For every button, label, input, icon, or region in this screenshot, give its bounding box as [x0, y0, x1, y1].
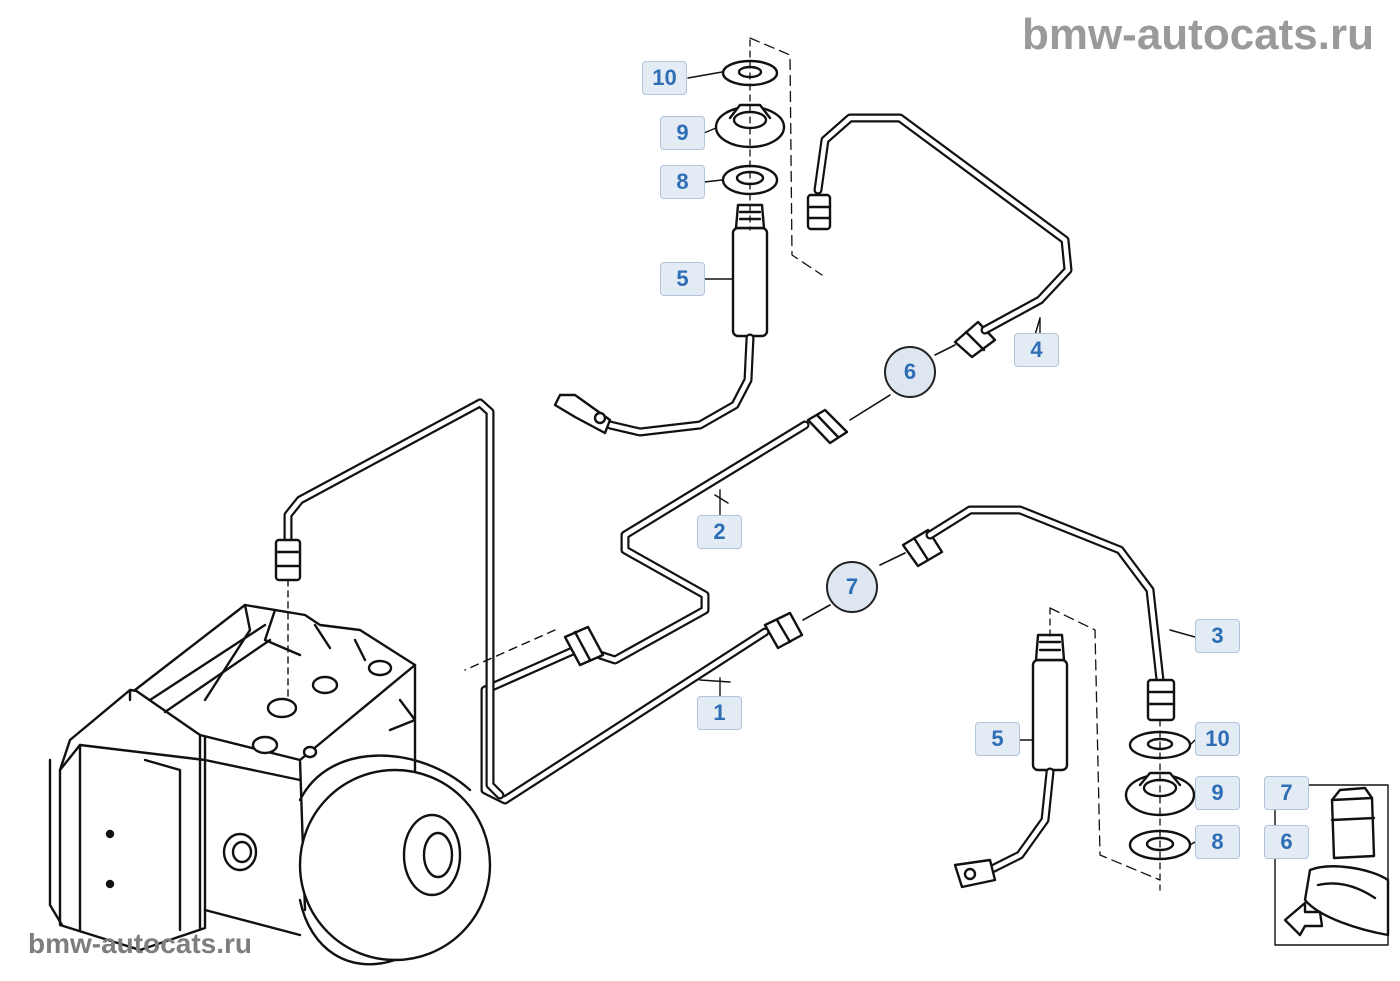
- callout-7[interactable]: 7: [826, 561, 878, 613]
- brake-line-1: [480, 627, 770, 805]
- abs-hydraulic-unit: [48, 603, 492, 966]
- callout-9-bottom[interactable]: 9: [1195, 776, 1240, 810]
- fitting-abs-top: [274, 538, 302, 701]
- inset-panel: [1274, 784, 1390, 946]
- inset-callout-6[interactable]: 6: [1264, 825, 1309, 859]
- inset-callout-7[interactable]: 7: [1264, 776, 1309, 810]
- front-hose-top: [553, 37, 823, 437]
- callout-10-bottom[interactable]: 10: [1195, 722, 1240, 756]
- callout-1[interactable]: 1: [697, 696, 742, 730]
- callout-8-bottom[interactable]: 8: [1195, 825, 1240, 859]
- brake-line-3: [925, 505, 1196, 722]
- callout-6[interactable]: 6: [884, 346, 936, 398]
- watermark-bottom: bmw-autocats.ru: [28, 928, 253, 959]
- callout-5-bottom[interactable]: 5: [975, 722, 1020, 756]
- callout-3[interactable]: 3: [1195, 619, 1240, 653]
- callout-4[interactable]: 4: [1014, 333, 1059, 367]
- callout-2[interactable]: 2: [697, 515, 742, 549]
- callout-5-top[interactable]: 5: [660, 262, 705, 296]
- callout-9-top[interactable]: 9: [660, 116, 705, 150]
- callout-8-top[interactable]: 8: [660, 165, 705, 199]
- coupling-7-fittings: [763, 528, 944, 650]
- watermark-top: bmw-autocats.ru: [1021, 10, 1374, 59]
- callout-10-top[interactable]: 10: [642, 61, 687, 95]
- fitting-line2-abs: [464, 625, 605, 671]
- brake-line-2: [595, 420, 810, 665]
- front-hose-bottom: [953, 607, 1196, 891]
- brake-line-main: [283, 398, 505, 800]
- brake-line-4: [806, 113, 1073, 336]
